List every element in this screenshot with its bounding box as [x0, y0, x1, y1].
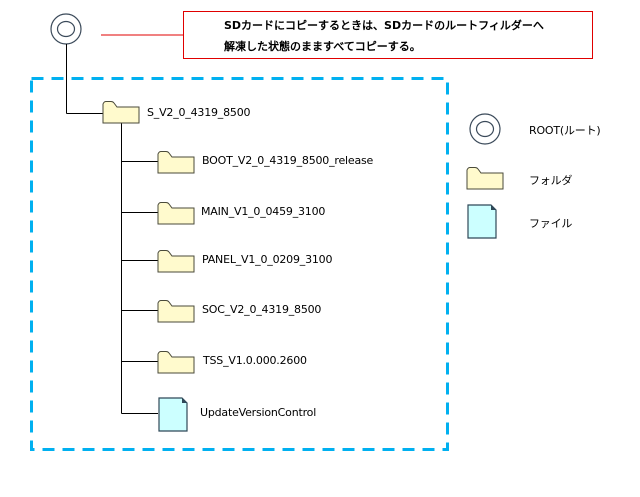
folder-label: SOC_V2_0_4319_8500: [202, 303, 322, 316]
root-disc-icon: [50, 13, 82, 45]
instruction-note: SDカードにコピーするときは、SDカードのルートフィルダーへ 解凍した状態のまま…: [183, 11, 593, 59]
note-line-1: SDカードにコピーするときは、SDカードのルートフィルダーへ: [224, 19, 544, 32]
tree-connectors: [66, 44, 158, 414]
folder-icon: [157, 151, 195, 174]
folder-icon: [157, 250, 195, 273]
note-line-2: 解凍した状態のまますべてコピーする。: [224, 40, 421, 53]
folder-icon: [157, 351, 195, 374]
legend-root-disc-icon: [469, 113, 501, 145]
top-folder-label: S_V2_0_4319_8500: [147, 106, 251, 119]
legend-label-folder: フォルダ: [529, 174, 573, 187]
file-icon: [158, 397, 188, 432]
legend-label-root: ROOT(ルート): [529, 124, 601, 137]
folder-icon: [157, 202, 195, 225]
folder-label: PANEL_V1_0_0209_3100: [202, 253, 333, 266]
folder-icon: [102, 101, 140, 124]
legend-file-icon: [467, 204, 497, 239]
folder-label: MAIN_V1_0_0459_3100: [201, 205, 326, 218]
folder-label: TSS_V1.0.000.2600: [203, 354, 307, 367]
folder-label: BOOT_V2_0_4319_8500_release: [202, 154, 374, 167]
legend-label-file: ファイル: [529, 217, 573, 230]
legend-folder-icon: [466, 167, 504, 190]
folder-icon: [157, 300, 195, 323]
group-boundary: [30, 77, 449, 451]
file-label: UpdateVersionControl: [200, 406, 317, 419]
